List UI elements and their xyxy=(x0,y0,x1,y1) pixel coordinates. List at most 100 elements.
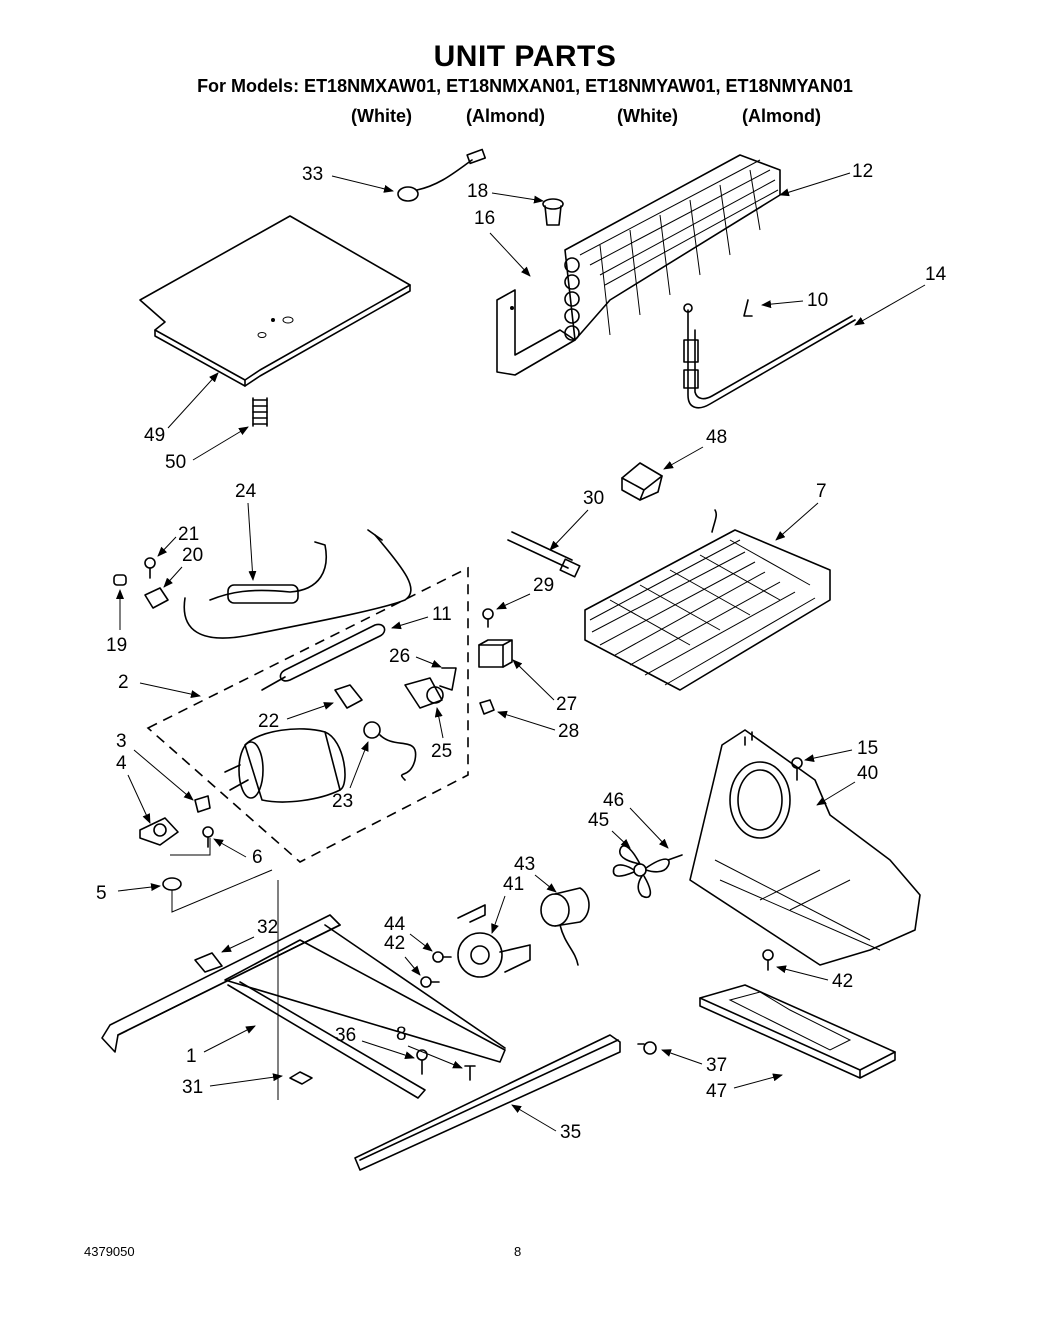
callout-label: 8 xyxy=(396,1024,407,1045)
compressor-group-outline xyxy=(146,566,469,863)
callout-label: 20 xyxy=(182,545,203,566)
callout-22: 22 xyxy=(258,702,334,732)
callout-21: 21 xyxy=(157,524,199,557)
clip-32-drawing xyxy=(194,952,223,973)
frame-rail-drawing xyxy=(101,914,506,1099)
callout-label: 11 xyxy=(432,604,452,625)
model-list: For Models: ET18NMXAW01, ET18NMXAN01, ET… xyxy=(197,76,853,96)
callout-37: 37 xyxy=(661,1049,727,1076)
callout-15: 15 xyxy=(804,738,878,763)
screw-44-42-drawings xyxy=(420,949,774,988)
spring-drawing xyxy=(252,397,268,427)
callout-label: 10 xyxy=(807,290,828,311)
callout-label: 2 xyxy=(118,672,129,693)
callout-48: 48 xyxy=(663,427,727,470)
callout-27: 27 xyxy=(512,659,577,715)
callout-44: 44 xyxy=(384,914,433,952)
harness-drawing xyxy=(397,148,487,202)
drier-drawing xyxy=(261,623,386,691)
callout-label: 35 xyxy=(560,1122,581,1143)
plug-drawing xyxy=(542,198,564,226)
fan-blade-drawing xyxy=(612,845,683,899)
relay-cover-drawing xyxy=(334,684,363,709)
wire-tie-drawing xyxy=(507,531,581,578)
callout-label: 1 xyxy=(186,1046,197,1067)
callout-50: 50 xyxy=(165,426,249,473)
condenser-drawing xyxy=(564,154,781,341)
callout-49: 49 xyxy=(144,372,219,446)
foam-block-drawing xyxy=(621,462,663,501)
document-number: 4379050 xyxy=(84,1244,135,1259)
cover-panel-drawing xyxy=(139,215,411,387)
evaporator-drawing xyxy=(584,509,831,691)
callout-label: 41 xyxy=(503,874,524,895)
drain-pan-drawing xyxy=(699,984,896,1079)
callout-18: 18 xyxy=(467,181,544,204)
callout-label: 23 xyxy=(332,791,353,812)
callout-label: 7 xyxy=(816,481,827,502)
callout-35: 35 xyxy=(511,1104,581,1143)
callout-label: 19 xyxy=(106,635,127,656)
callout-label: 4 xyxy=(116,753,127,774)
callout-label: 36 xyxy=(335,1025,356,1046)
callout-label: 32 xyxy=(257,917,278,938)
callout-label: 48 xyxy=(706,427,727,448)
callout-20: 20 xyxy=(163,545,203,588)
heater-loop-drawing xyxy=(683,303,856,409)
callout-label: 43 xyxy=(514,854,535,875)
clamp-screw-drawings xyxy=(113,557,169,609)
callout-11: 11 xyxy=(391,604,452,630)
condenser-bracket-drawing xyxy=(496,289,576,376)
callout-3: 3 xyxy=(116,731,194,801)
fan-shroud-drawing xyxy=(689,729,921,966)
callout-33: 33 xyxy=(302,164,394,193)
callout-label: 18 xyxy=(467,181,488,202)
callout-16: 16 xyxy=(474,208,531,277)
callout-label: 27 xyxy=(556,694,577,715)
callout-46: 46 xyxy=(603,790,669,849)
callout-14: 14 xyxy=(854,264,947,326)
callout-12: 12 xyxy=(779,161,873,197)
callout-label: 28 xyxy=(558,721,579,742)
page-title: UNIT PARTS xyxy=(433,40,617,73)
callout-42b: 42 xyxy=(776,965,853,992)
callout-label: 42 xyxy=(384,933,405,954)
callout-label: 45 xyxy=(588,810,609,831)
callout-31: 31 xyxy=(182,1073,283,1098)
clip-drawing xyxy=(743,299,753,317)
callout-label: 29 xyxy=(533,575,554,596)
callout-7: 7 xyxy=(775,481,827,541)
callout-label: 50 xyxy=(165,452,186,473)
callout-label: 42 xyxy=(832,971,853,992)
callout-1: 1 xyxy=(186,1025,256,1067)
screw-36-8-drawings xyxy=(416,1049,476,1081)
callout-43: 43 xyxy=(514,854,557,893)
callout-6: 6 xyxy=(213,838,263,868)
callout-label: 31 xyxy=(182,1077,203,1098)
callout-32: 32 xyxy=(221,917,278,953)
fan-motor-drawing xyxy=(540,887,590,966)
callout-label: 33 xyxy=(302,164,323,185)
callout-28: 28 xyxy=(497,710,579,742)
callout-label: 24 xyxy=(235,481,257,502)
callout-label: 6 xyxy=(252,847,263,868)
callout-26: 26 xyxy=(389,646,442,668)
callout-label: 12 xyxy=(852,161,873,182)
callout-label: 14 xyxy=(925,264,947,285)
callout-4: 4 xyxy=(116,753,151,824)
fan-bracket-drawing xyxy=(457,904,531,978)
callout-5: 5 xyxy=(96,883,161,904)
callout-8: 8 xyxy=(396,1024,463,1069)
callout-19: 19 xyxy=(106,589,127,656)
page-number: 8 xyxy=(514,1244,522,1259)
callout-label: 15 xyxy=(857,738,878,759)
callout-label: 26 xyxy=(389,646,410,667)
screw-15-drawing xyxy=(791,757,803,781)
color-label-4: (Almond) xyxy=(742,106,821,126)
relay-drawing xyxy=(478,608,513,715)
callout-label: 37 xyxy=(706,1055,727,1076)
callout-2: 2 xyxy=(118,672,201,699)
overload-drawing xyxy=(404,667,457,709)
callout-29: 29 xyxy=(496,575,554,610)
